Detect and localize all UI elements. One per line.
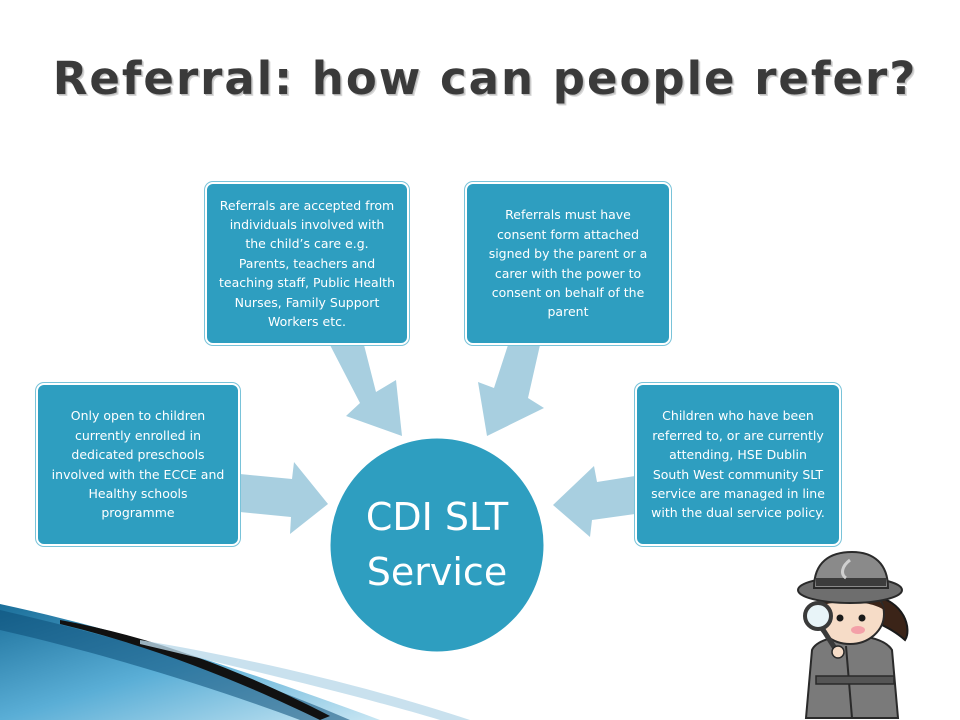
info-box-dual-service-text: Children who have been referred to, or a… — [651, 408, 825, 521]
info-box-consent-text: Referrals must have consent form attache… — [488, 207, 648, 320]
center-label: CDI SLT Service — [330, 438, 544, 652]
info-box-consent: Referrals must have consent form attache… — [465, 182, 671, 345]
info-box-dual-service: Children who have been referred to, or a… — [635, 383, 841, 546]
arrow-left — [240, 462, 328, 534]
detective-cartoon-icon — [797, 550, 909, 719]
center-label-line2: Service — [366, 550, 508, 594]
arrow-top-right — [478, 345, 544, 436]
corner-swoosh-decoration — [0, 604, 470, 720]
center-label-line1: CDI SLT — [365, 494, 509, 539]
info-box-referrers: Referrals are accepted from individuals … — [205, 182, 409, 345]
arrow-top-left — [330, 345, 402, 436]
info-box-eligibility: Only open to children currently enrolled… — [36, 383, 240, 546]
info-box-referrers-text: Referrals are accepted from individuals … — [219, 197, 395, 329]
info-box-eligibility-text: Only open to children currently enrolled… — [51, 408, 225, 521]
slide-title: Referral: how can people refer? — [52, 52, 918, 105]
center-circle — [327, 435, 547, 655]
arrow-right — [553, 466, 635, 537]
